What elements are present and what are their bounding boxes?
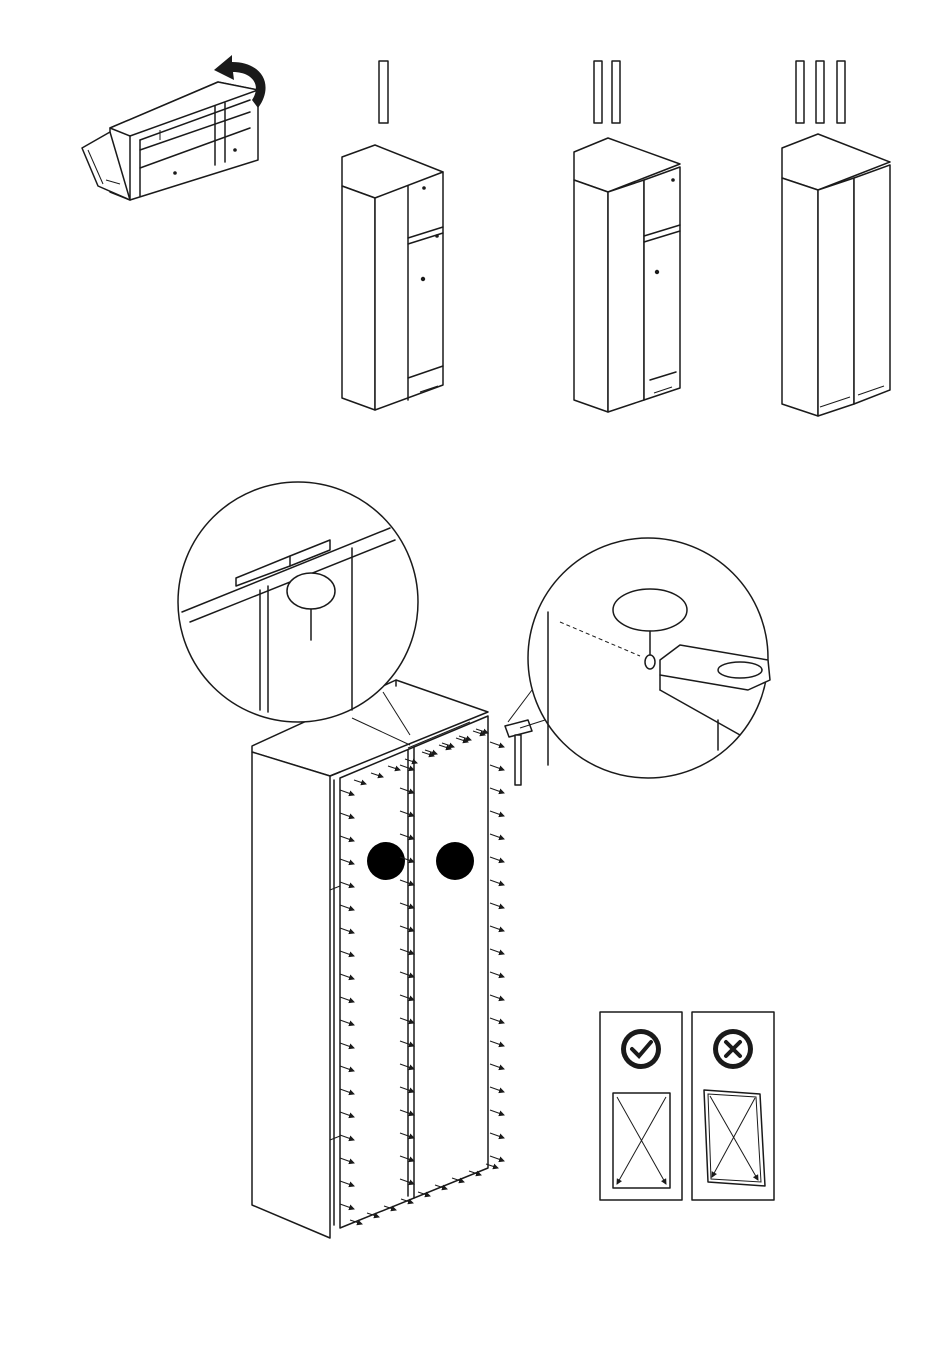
wardrobe-stage-one bbox=[342, 145, 443, 410]
hammer-icon bbox=[505, 720, 532, 785]
stage-two-numeral bbox=[594, 61, 620, 123]
nail-arrow bbox=[490, 834, 504, 839]
nail-arrow bbox=[490, 926, 504, 931]
nail-arrow bbox=[490, 880, 504, 885]
square-check-incorrect bbox=[692, 1012, 774, 1200]
nail-arrow bbox=[490, 949, 504, 954]
callout-hammer-detail bbox=[508, 538, 770, 778]
stage-one-numeral bbox=[379, 61, 388, 123]
nail-arrow bbox=[490, 1041, 504, 1046]
nail-arrow bbox=[490, 972, 504, 977]
panel-marker-left bbox=[367, 842, 405, 880]
nail-arrow bbox=[490, 1133, 504, 1138]
panel-marker-right bbox=[436, 842, 474, 880]
nail-arrow bbox=[490, 1018, 504, 1023]
wardrobe-stage-three bbox=[782, 134, 890, 416]
nail-arrow bbox=[490, 742, 504, 747]
nail-arrow bbox=[490, 857, 504, 862]
wardrobe-stage-two bbox=[574, 138, 680, 412]
stage-three-numeral bbox=[796, 61, 845, 123]
nail-arrow bbox=[490, 1064, 504, 1069]
nail-arrow bbox=[490, 903, 504, 908]
main-wardrobe-assembly bbox=[252, 680, 504, 1238]
square-check-correct bbox=[600, 1012, 682, 1200]
nail-arrow bbox=[490, 788, 504, 793]
nail-arrow bbox=[490, 1156, 504, 1161]
nail-arrow bbox=[490, 765, 504, 770]
nail-arrow bbox=[490, 1087, 504, 1092]
nail-arrow bbox=[490, 811, 504, 816]
nail-arrow bbox=[490, 1110, 504, 1115]
flip-carcass-illustration bbox=[82, 55, 266, 200]
nail-arrow bbox=[490, 995, 504, 1000]
